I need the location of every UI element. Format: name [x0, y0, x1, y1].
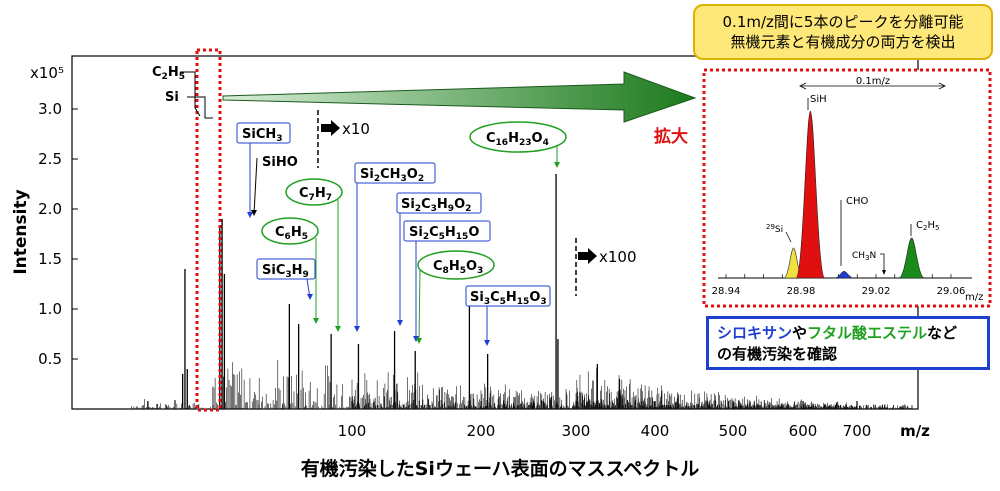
y-scale-label: x10⁵	[30, 64, 64, 82]
x-tick-label: 300	[562, 422, 591, 440]
callout-bottom-line2: の有機汚染を確認	[717, 345, 838, 363]
svg-text:C16H23O4: C16H23O4	[486, 131, 549, 148]
expand-arrow	[222, 71, 697, 123]
y-tick-label: 2.0	[38, 200, 62, 218]
label-si: Si	[165, 90, 179, 105]
callout-top-line1: 0.1m/z間に5本のピークを分離可能	[722, 13, 964, 31]
callout-contamination: シロキサンやフタル酸エステルなど の有機汚染を確認	[706, 316, 990, 370]
x-tick-label: 200	[467, 422, 496, 440]
x-tick-label: 100	[338, 422, 367, 440]
spectrum-noise	[131, 360, 913, 409]
label-c2h5: C2H5	[152, 65, 185, 82]
ya-text: や	[792, 324, 808, 342]
x-ticks: 100 200 300 400 500 600 700	[142, 401, 913, 440]
nado-text: など	[927, 324, 958, 342]
svg-text:C2H5: C2H5	[916, 220, 939, 232]
inset-xlabel: m/z	[965, 292, 983, 303]
svg-text:Si3C5H15O3: Si3C5H15O3	[470, 290, 547, 307]
x-tick-label: 700	[843, 422, 872, 440]
expand-label: 拡大	[654, 126, 688, 147]
svg-text:Si2C3H9O2: Si2C3H9O2	[401, 197, 471, 214]
inset-peak-c2h5	[898, 237, 925, 279]
zoom-region-box	[195, 48, 222, 412]
inset-tick-label: 28.94	[712, 286, 741, 297]
svg-text:SiC3H9: SiC3H9	[262, 263, 309, 280]
figure-title: 有機汚染したSiウェーハ表面のマススペクトル	[300, 458, 700, 480]
svg-text:CHO: CHO	[846, 196, 869, 207]
inset-peak-sih	[795, 110, 826, 279]
svg-text:29Si: 29Si	[766, 223, 783, 235]
y-ticks: 0.5 1.0 1.5 2.0 2.5 3.0	[38, 100, 78, 368]
x100-label: x100	[599, 248, 637, 266]
svg-text:CH3N: CH3N	[852, 251, 876, 262]
x10-label: x10	[342, 120, 370, 138]
svg-text:C7H7: C7H7	[299, 186, 332, 203]
svg-text:Si2CH3O2: Si2CH3O2	[360, 167, 424, 184]
inset-tick-label: 29.02	[862, 286, 891, 297]
x-tick-label: 500	[719, 422, 748, 440]
inset-span-label: 0.1m/z	[856, 76, 890, 87]
inset-peak-cho	[834, 271, 854, 279]
inset-tick-label: 29.06	[937, 286, 966, 297]
y-axis-label: Intensity	[11, 189, 31, 274]
x-tick-label: 400	[641, 422, 670, 440]
svg-text:SiH: SiH	[810, 94, 827, 105]
callout-top-line2: 無機元素と有機成分の両方を検出	[730, 33, 956, 51]
y-tick-label: 1.0	[38, 300, 62, 318]
x-axis-label: m/z	[900, 422, 930, 440]
siloxane-text: シロキサン	[717, 324, 793, 342]
inset-plot: 28.94 28.98 29.02 29.06 m/z 0.1m/z SiH 29Si…	[702, 68, 992, 308]
svg-text:SiHO: SiHO	[262, 155, 298, 170]
svg-text:SiCH3: SiCH3	[242, 127, 283, 144]
phthalate-text: フタル酸エステル	[807, 324, 928, 342]
inset-tick-label: 28.98	[787, 286, 816, 297]
y-tick-label: 3.0	[38, 100, 62, 118]
y-tick-label: 2.5	[38, 150, 62, 168]
svg-text:C6H5: C6H5	[275, 225, 308, 242]
x-tick-label: 600	[789, 422, 818, 440]
svg-text:Si2C5H15O: Si2C5H15O	[409, 225, 479, 242]
y-tick-label: 0.5	[38, 350, 62, 368]
y-tick-label: 1.5	[38, 250, 62, 268]
svg-text:C8H5O3: C8H5O3	[433, 259, 483, 276]
compound-labels: SiCH3 SiHO C7H7 C6H5 SiC3H9 Si2CH3O2 Si2…	[236, 121, 567, 346]
callout-resolution: 0.1m/z間に5本のピークを分離可能 無機元素と有機成分の両方を検出	[693, 4, 993, 60]
